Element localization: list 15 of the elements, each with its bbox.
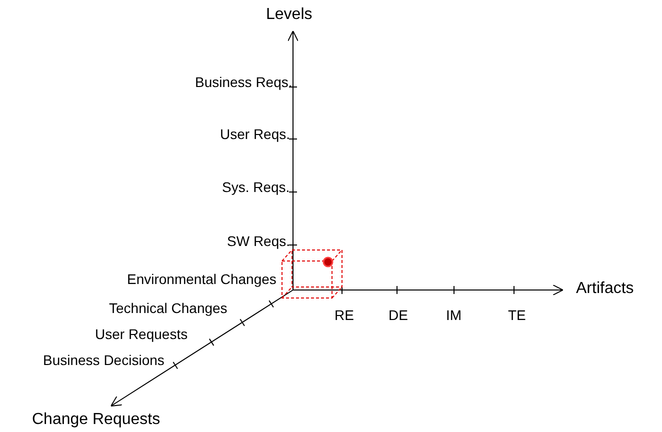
tick-label: User Reqs. xyxy=(220,126,290,142)
tick-label: Technical Changes xyxy=(109,300,228,316)
axis-title: Change Requests xyxy=(32,411,160,429)
tick-label: TE xyxy=(508,307,526,323)
tick-label: Environmental Changes xyxy=(127,271,276,287)
tick-label: Business Reqs. xyxy=(195,74,292,90)
tick-label: IM xyxy=(446,307,462,323)
tick-label: Sys. Reqs. xyxy=(222,179,290,195)
tick-label: DE xyxy=(388,307,408,323)
tick-label: RE xyxy=(334,307,354,323)
tick-label: Business Decisions xyxy=(43,352,164,368)
axis-title: Levels xyxy=(266,6,312,24)
tick-label: User Requests xyxy=(95,326,188,342)
tick-label: SW Reqs. xyxy=(227,233,290,249)
axis-title: Artifacts xyxy=(576,280,634,298)
